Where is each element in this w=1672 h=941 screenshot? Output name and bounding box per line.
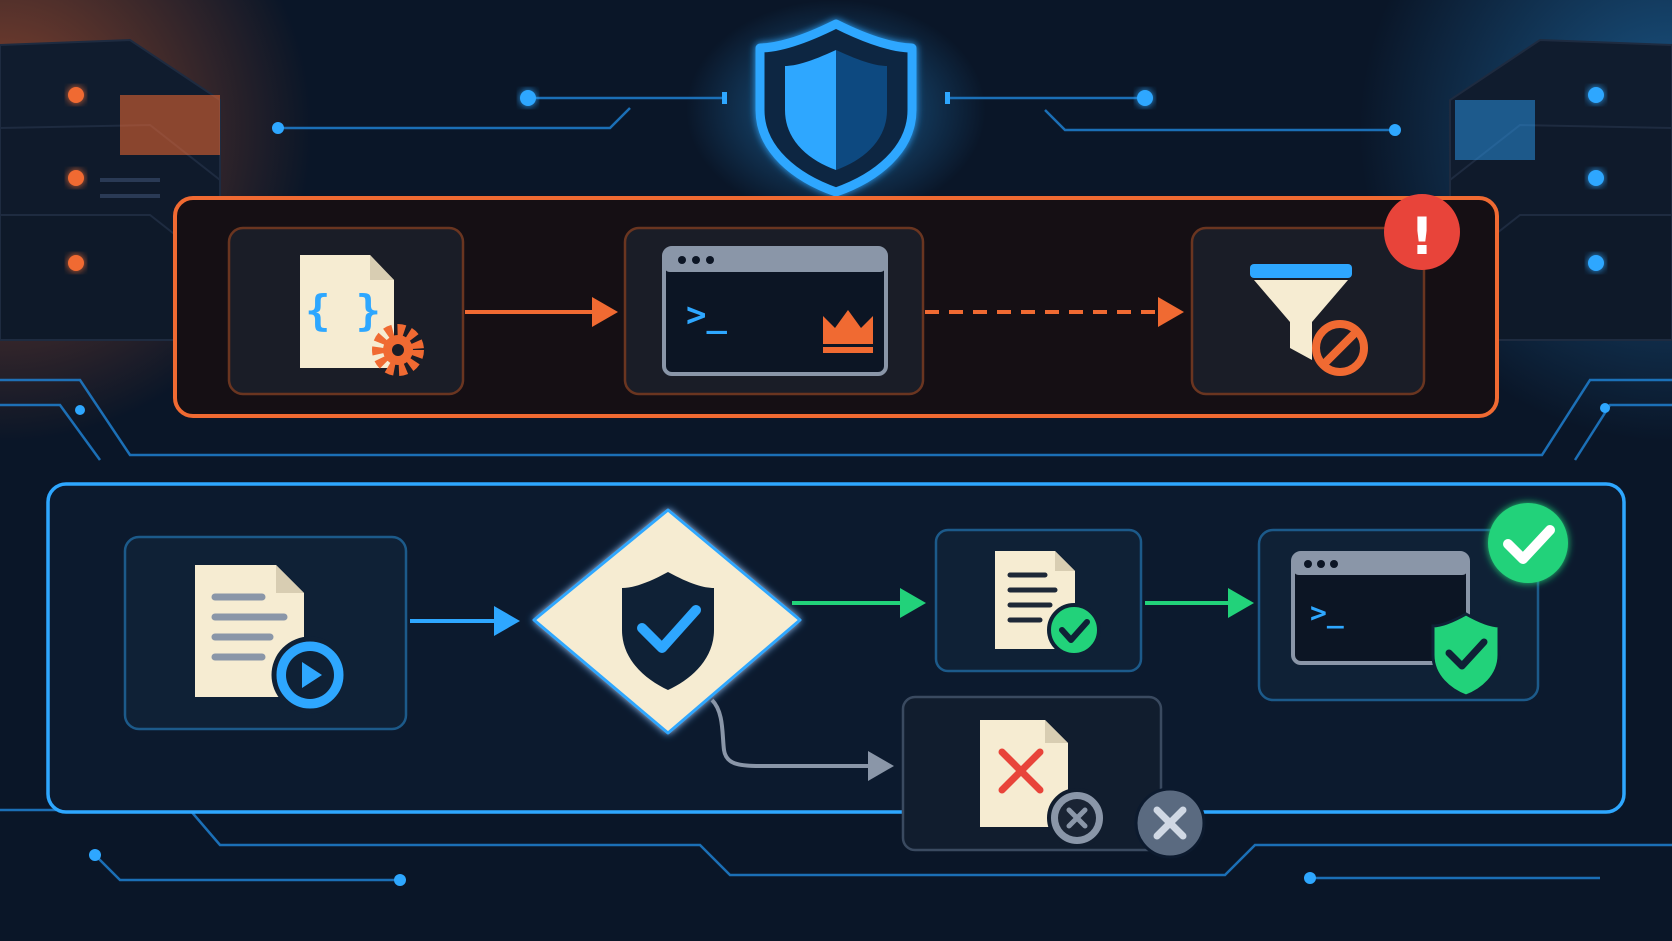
close-badge-icon — [1047, 788, 1107, 848]
document-play-icon — [195, 565, 349, 714]
admin-terminal-node: >_ — [623, 226, 925, 396]
shield-icon — [755, 19, 917, 197]
document-check-icon — [995, 551, 1101, 657]
security-check-node — [532, 508, 802, 735]
filter-blocked-node — [1190, 226, 1426, 396]
success-badge-icon — [1488, 503, 1568, 583]
circuit-traces — [0, 96, 1672, 882]
green-shield-check-icon — [1431, 612, 1501, 698]
arrowhead — [1228, 588, 1254, 618]
shield-check-icon — [622, 572, 714, 690]
edge-check-to-rejected — [710, 698, 872, 768]
approved-file-node — [934, 528, 1143, 673]
cancel-badge-icon — [1134, 787, 1206, 859]
alert-badge-symbol: ! — [1410, 207, 1434, 267]
alert-badge-icon: ! — [1384, 194, 1460, 270]
right-server-rack-icon — [1449, 38, 1672, 341]
rejected-file-node — [901, 695, 1163, 852]
play-icon — [271, 636, 349, 714]
top-flow-panel: { } >_ — [173, 194, 1499, 418]
bottom-flow-panel: >_ — [46, 482, 1626, 859]
check-badge-icon — [1047, 603, 1101, 657]
secure-terminal-node: >_ — [1257, 528, 1540, 702]
gear-icon — [372, 324, 424, 376]
blocked-icon — [1312, 320, 1368, 376]
arrowhead — [868, 751, 894, 781]
arrowhead — [494, 606, 520, 636]
funnel-blocked-icon — [1250, 264, 1368, 376]
arrowhead — [1158, 297, 1184, 327]
document-x-icon — [980, 720, 1107, 848]
config-file-node: { } — [227, 226, 465, 396]
terminal-crown-icon: >_ — [662, 246, 888, 376]
arrowhead — [592, 297, 618, 327]
arrowhead — [900, 588, 926, 618]
terminal-prompt: >_ — [1310, 596, 1344, 629]
terminal-shield-icon: >_ — [1291, 551, 1501, 698]
code-file-gear-icon: { } — [300, 255, 424, 376]
svg-text:{ }: { } — [305, 286, 381, 335]
terminal-prompt: >_ — [686, 295, 727, 335]
script-file-node — [123, 535, 408, 731]
circuit-nodes — [75, 90, 1610, 886]
left-server-rack-icon — [0, 38, 221, 341]
crown-icon — [823, 310, 873, 353]
